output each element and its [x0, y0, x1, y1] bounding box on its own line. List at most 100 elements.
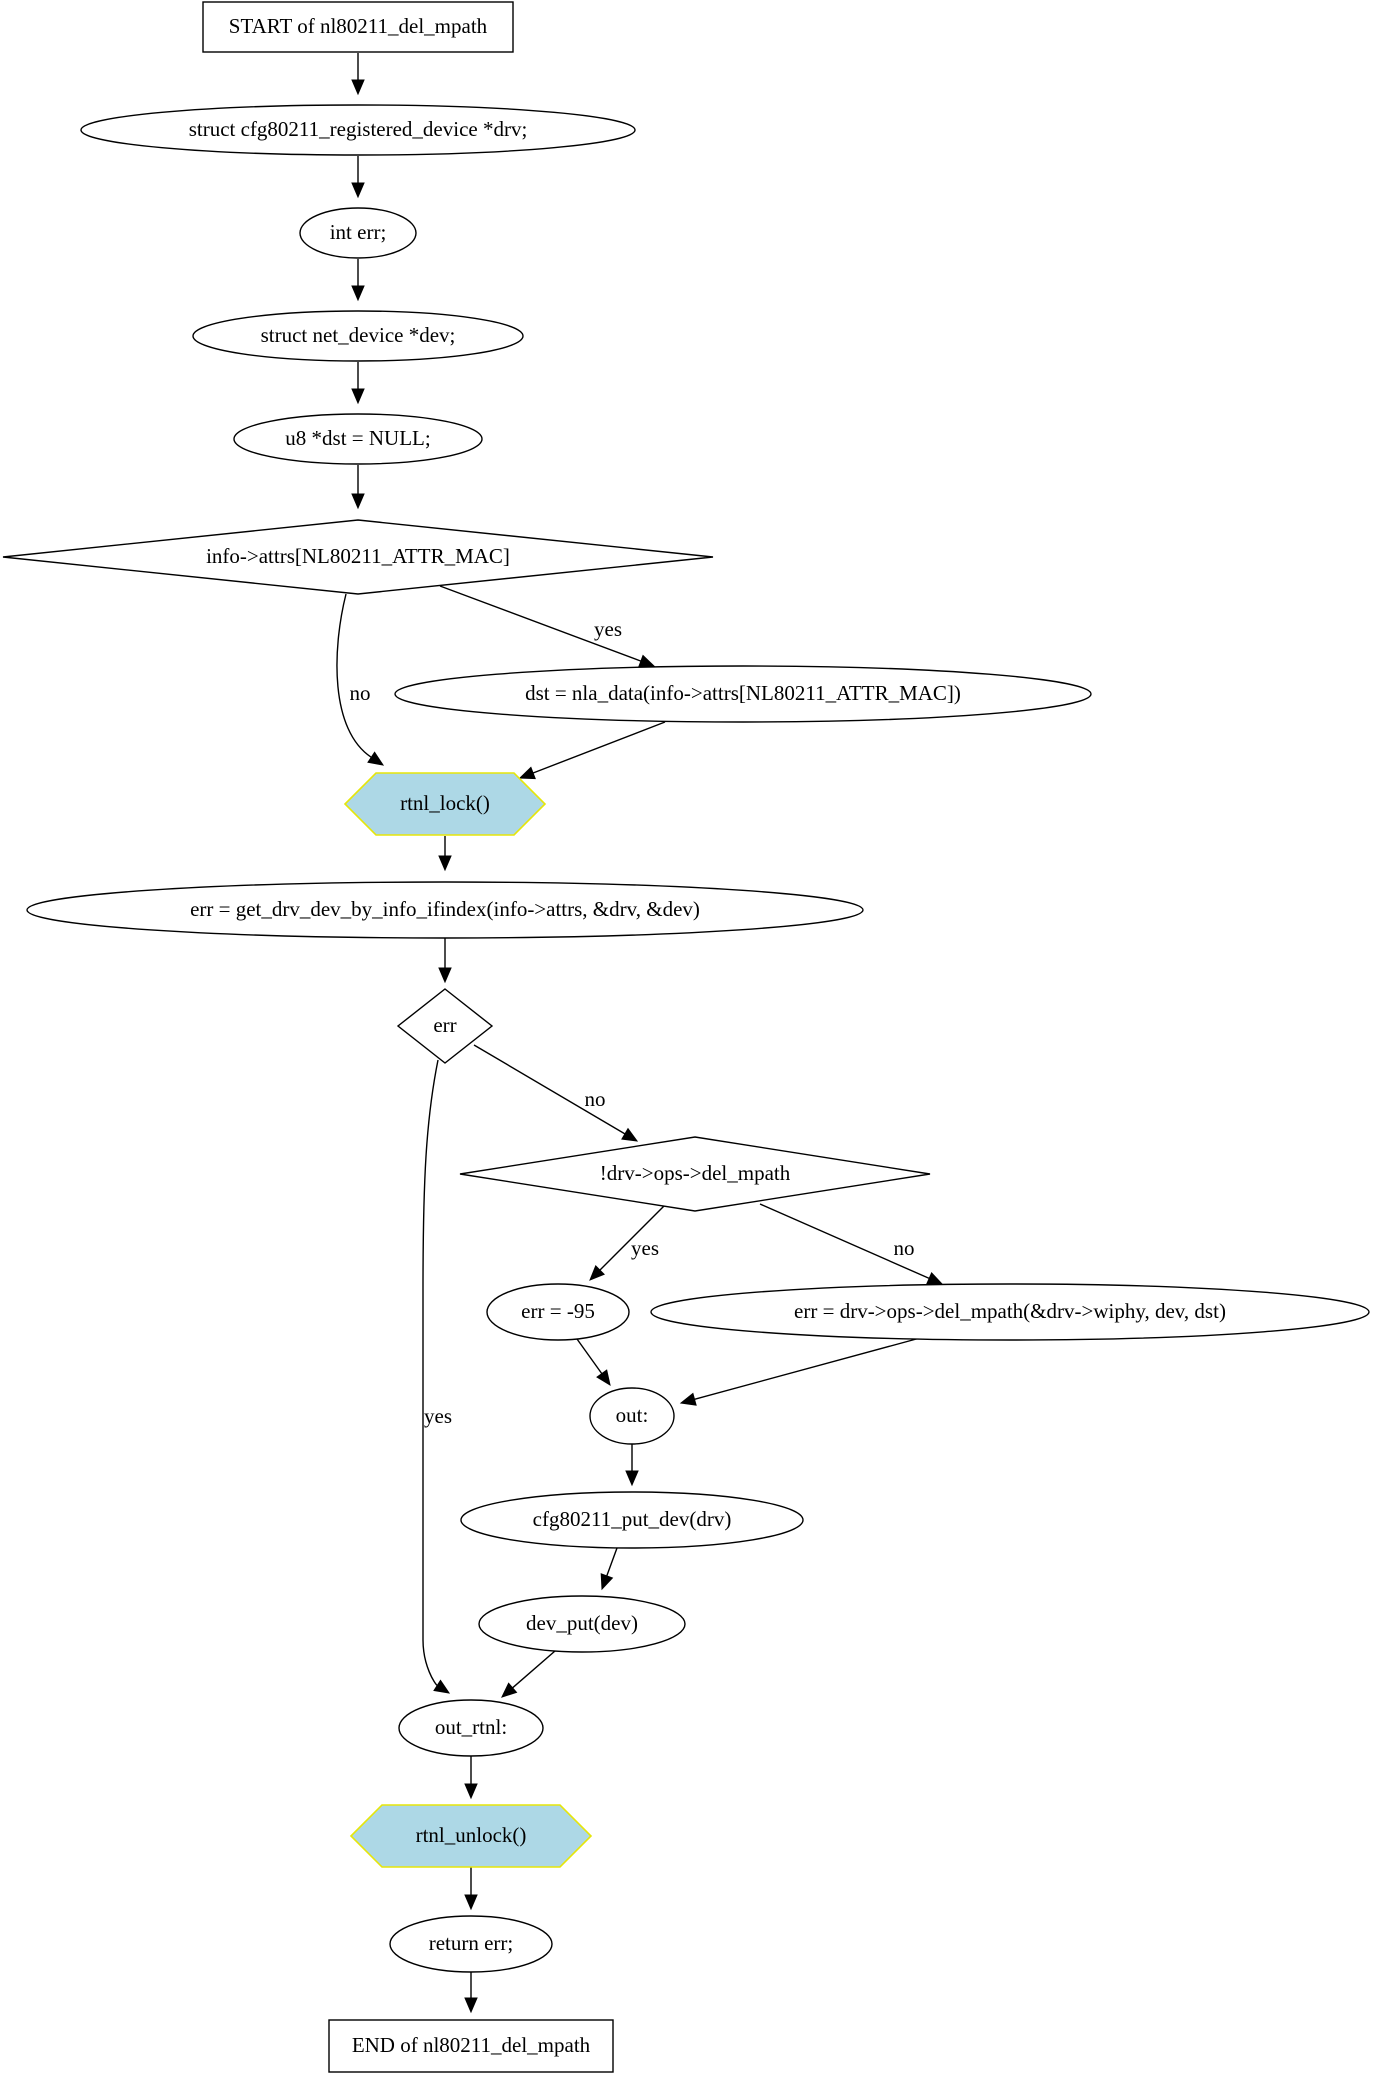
node-n1: struct cfg80211_registered_device *drv;	[80, 104, 636, 156]
edge-n3-n4	[351, 362, 365, 405]
ellipse-shape	[589, 1387, 675, 1445]
diamond-shape	[459, 1136, 931, 1212]
edge-d2-outrtnl: yes	[422, 1059, 452, 1694]
arrowhead-icon	[438, 967, 452, 984]
arrowhead-icon	[501, 1682, 518, 1698]
arrowhead-icon	[600, 1573, 614, 1591]
ellipse-shape	[389, 1915, 553, 1973]
node-label: dst = nla_data(info->attrs[NL80211_ATTR_…	[525, 681, 961, 705]
edge-line	[422, 1059, 439, 1686]
node-end: END of nl80211_del_mpath	[328, 2019, 614, 2073]
edge-line	[606, 1547, 618, 1577]
node-n3: struct net_device *dev;	[192, 310, 524, 362]
edge-label: no	[585, 1087, 606, 1111]
edge-n5-lock	[518, 721, 666, 780]
edge-line	[336, 593, 372, 758]
node-label: err = get_drv_dev_by_info_ifindex(info->…	[190, 897, 700, 921]
edge-ret-end	[464, 1972, 478, 2014]
arrowhead-icon	[596, 1369, 611, 1387]
arrowhead-icon	[679, 1392, 697, 1406]
node-label: out_rtnl:	[435, 1715, 507, 1739]
ellipse-shape	[478, 1595, 686, 1653]
node-label: END of nl80211_del_mpath	[352, 2033, 591, 2057]
ellipse-shape	[394, 665, 1092, 723]
edge-d2-d3: no	[473, 1044, 639, 1142]
hexagon-shape	[349, 1804, 593, 1868]
arrowhead-icon	[625, 1470, 639, 1487]
node-label: err	[433, 1013, 456, 1037]
node-label: return err;	[429, 1931, 514, 1955]
arrowhead-icon	[464, 1894, 478, 1911]
edge-label: yes	[631, 1236, 659, 1260]
box-shape	[328, 2019, 614, 2073]
node-label: int err;	[330, 220, 387, 244]
diamond-shape	[396, 988, 494, 1064]
node-ret: return err;	[389, 1915, 553, 1973]
node-d1: info->attrs[NL80211_ATTR_MAC]	[2, 519, 714, 595]
edge-n10-outrtnl	[501, 1650, 556, 1698]
node-d2: err	[396, 988, 494, 1064]
node-label: !drv->ops->del_mpath	[600, 1161, 791, 1185]
node-n2: int err;	[299, 207, 417, 259]
node-outrtnl: out_rtnl:	[398, 1699, 544, 1757]
node-label: info->attrs[NL80211_ATTR_MAC]	[206, 544, 510, 568]
edges-layer: yes no no yes yes no	[336, 53, 944, 2014]
edge-outrtnl-unlock	[464, 1756, 478, 1800]
edge-n2-n3	[351, 259, 365, 302]
arrowhead-icon	[621, 1127, 639, 1142]
edge-d3-n7: yes	[589, 1204, 666, 1281]
arrowhead-icon	[367, 751, 385, 766]
node-label: dev_put(dev)	[526, 1611, 638, 1635]
edge-d1-n5: yes	[439, 585, 656, 668]
node-n7: err = -95	[486, 1283, 630, 1341]
node-d3: !drv->ops->del_mpath	[459, 1136, 931, 1212]
node-n6: err = get_drv_dev_by_info_ifindex(info->…	[26, 881, 864, 939]
edge-label: yes	[424, 1404, 452, 1428]
edge-unlock-ret	[464, 1867, 478, 1911]
node-label: cfg80211_put_dev(drv)	[533, 1507, 732, 1531]
ellipse-shape	[398, 1699, 544, 1757]
node-n10: dev_put(dev)	[478, 1595, 686, 1653]
node-n4: u8 *dst = NULL;	[233, 413, 483, 465]
edge-n6-d2	[438, 938, 452, 984]
ellipse-shape	[26, 881, 864, 939]
edge-n9-n10	[600, 1547, 618, 1591]
edge-line	[759, 1203, 930, 1280]
node-lock: rtnl_lock()	[343, 772, 547, 836]
edge-label: no	[350, 681, 371, 705]
edge-line	[473, 1044, 626, 1135]
edge-start-n1	[351, 53, 365, 96]
arrowhead-icon	[638, 654, 656, 668]
arrowhead-icon	[351, 493, 365, 510]
edge-n8-out	[679, 1337, 921, 1406]
edge-d3-n8: no	[759, 1203, 944, 1285]
edge-line	[694, 1337, 921, 1400]
node-label: START of nl80211_del_mpath	[229, 14, 488, 38]
ellipse-shape	[192, 310, 524, 362]
ellipse-shape	[460, 1491, 804, 1549]
edge-n7-out	[576, 1338, 611, 1387]
edge-n1-n2	[351, 156, 365, 199]
arrowhead-icon	[433, 1679, 451, 1694]
ellipse-shape	[299, 207, 417, 259]
edge-lock-n6	[438, 836, 452, 872]
ellipse-shape	[486, 1283, 630, 1341]
edge-line	[576, 1338, 603, 1375]
arrowhead-icon	[351, 182, 365, 199]
node-label: rtnl_unlock()	[416, 1823, 527, 1847]
node-label: struct net_device *dev;	[261, 323, 456, 347]
hexagon-shape	[343, 772, 547, 836]
arrowhead-icon	[438, 855, 452, 872]
arrowhead-icon	[464, 1997, 478, 2014]
ellipse-shape	[233, 413, 483, 465]
node-label: err = -95	[521, 1299, 595, 1323]
arrowhead-icon	[351, 285, 365, 302]
arrowhead-icon	[589, 1265, 605, 1281]
node-n8: err = drv->ops->del_mpath(&drv->wiphy, d…	[650, 1283, 1370, 1341]
arrowhead-icon	[926, 1272, 944, 1285]
edge-n4-d1	[351, 465, 365, 510]
node-n5: dst = nla_data(info->attrs[NL80211_ATTR_…	[394, 665, 1092, 723]
edge-line	[439, 585, 642, 662]
